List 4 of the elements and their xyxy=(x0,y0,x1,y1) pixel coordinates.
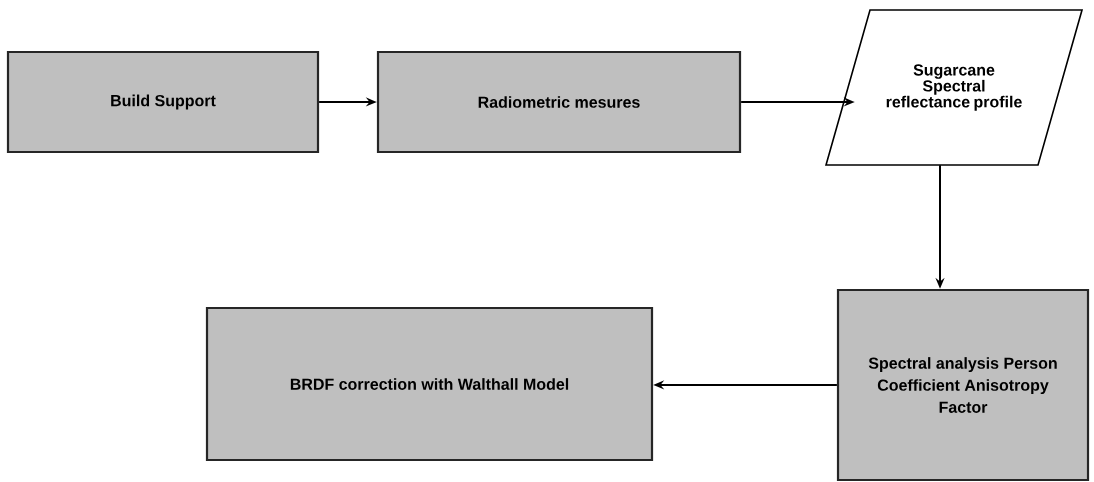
process-box: Radiometric mesures xyxy=(376,50,742,154)
process-box: Build Support xyxy=(6,50,320,154)
process-box: BRDF correction with Walthall Model xyxy=(205,306,654,462)
process-box: Spectral analysis Person Coefficient Anisotropy Factor xyxy=(836,288,1090,482)
